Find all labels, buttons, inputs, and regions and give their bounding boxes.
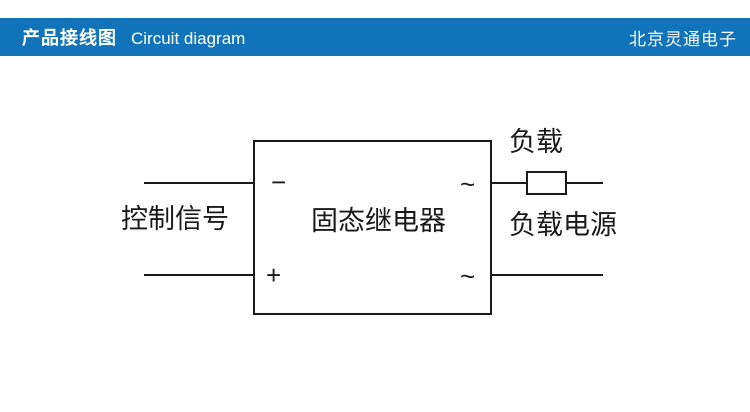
terminal-minus: − bbox=[271, 167, 287, 197]
load-power-label: 负载电源 bbox=[509, 210, 617, 240]
wire-control-top bbox=[144, 182, 254, 184]
relay-label: 固态继电器 bbox=[311, 206, 446, 236]
header-bar: 产品接线图 Circuit diagram 北京灵通电子 bbox=[0, 18, 750, 56]
page-subtitle: Circuit diagram bbox=[131, 29, 246, 48]
load-label: 负载 bbox=[509, 127, 563, 157]
page-title: 产品接线图 bbox=[22, 28, 117, 48]
wire-load-right bbox=[565, 182, 603, 184]
relay-box bbox=[253, 140, 492, 315]
terminal-plus: + bbox=[266, 260, 282, 290]
terminal-ac-bottom: ~ bbox=[460, 261, 476, 291]
load-resistor-symbol bbox=[526, 171, 567, 195]
wire-load-left bbox=[491, 182, 528, 184]
wire-load-power bbox=[491, 274, 603, 276]
terminal-ac-top: ~ bbox=[460, 169, 476, 199]
control-signal-label: 控制信号 bbox=[121, 204, 229, 234]
company-name: 北京灵通电子 bbox=[629, 29, 737, 49]
header-title-group: 产品接线图 Circuit diagram bbox=[22, 24, 245, 50]
wire-control-bottom bbox=[144, 274, 254, 276]
